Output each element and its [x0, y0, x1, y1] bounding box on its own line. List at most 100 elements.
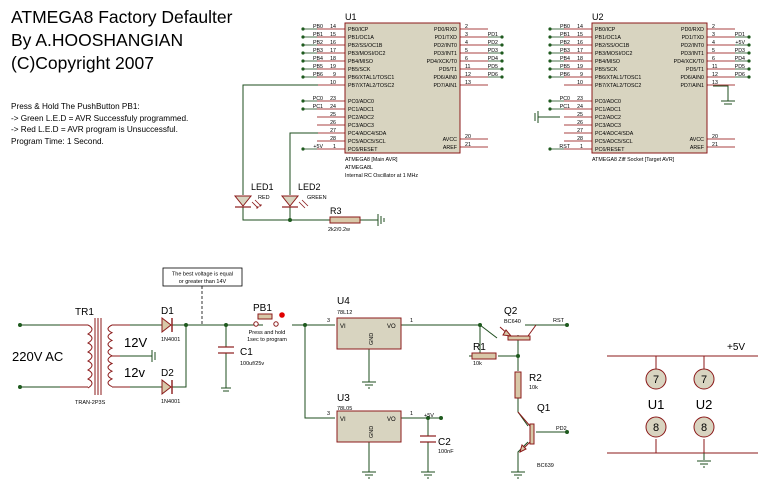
- u4-gnd: GND: [369, 333, 375, 345]
- u2-pin-number: 10: [577, 80, 583, 86]
- capacitor-c1[interactable]: [218, 346, 234, 354]
- u1-net-terminal: [301, 99, 305, 103]
- u2-pin-number: 16: [577, 40, 583, 46]
- u2-net-terminal: [548, 43, 552, 47]
- r3-resistor[interactable]: [329, 216, 361, 224]
- led2[interactable]: [280, 195, 309, 209]
- diode-d1[interactable]: [161, 316, 173, 334]
- u1-pin-name: PC5/ADC5/SCL: [348, 139, 386, 145]
- r3-ref: R3: [330, 206, 342, 216]
- pb1-note-line-1: Press and hold: [249, 330, 286, 336]
- led2-ref: LED2: [298, 182, 321, 192]
- instruction-line-2: -> Green L.E.D = AVR Successfuly program…: [11, 113, 189, 123]
- junctions: [18, 323, 569, 434]
- u1-net-terminal: [500, 35, 504, 39]
- u2-pin-number: 24: [577, 104, 583, 110]
- u1-net-label: PB6: [313, 72, 323, 78]
- power-pins-block: [607, 355, 758, 454]
- d1-value: 1N4001: [161, 337, 180, 343]
- u1-pin-name: PC3/ADC3: [348, 123, 374, 129]
- transistor-q1[interactable]: [517, 411, 535, 453]
- u1-caption-2: ATMEGA8L: [345, 165, 373, 171]
- u2-pin-number: 13: [712, 80, 718, 86]
- u1-pin-number: 1: [333, 144, 336, 150]
- u3-output-net: +5V: [424, 413, 434, 419]
- u1-net-label: PB4: [313, 56, 323, 62]
- d2-ref: D2: [161, 368, 174, 379]
- u2-net-label: PC0: [560, 96, 570, 102]
- secondary-bottom-label: 12v: [124, 365, 145, 380]
- u1-power-pin-number: 21: [465, 142, 471, 148]
- pushbutton-pb1[interactable]: [253, 312, 296, 327]
- u2-net-label: PD3: [735, 48, 745, 54]
- pb1-status-dot: [279, 312, 285, 318]
- u1-net-label: PD3: [488, 48, 498, 54]
- u4-vo: VO: [387, 324, 396, 330]
- u1-led-wiring: [242, 84, 379, 226]
- u2-pin-name: PB6/XTAL1/TOSC1: [595, 75, 641, 81]
- regulator-u3[interactable]: [336, 410, 402, 443]
- u1-pin-number: 2: [465, 24, 468, 30]
- resistor-r1[interactable]: [471, 352, 497, 360]
- transistor-q2[interactable]: [499, 324, 537, 341]
- q2-value: BC640: [504, 319, 521, 325]
- u2-net-label: PC1: [560, 104, 570, 110]
- u1-pin-number: 3: [465, 32, 468, 38]
- u1-pin-name: PD3/INT1: [434, 51, 457, 57]
- transformer-tr1[interactable]: [60, 318, 130, 395]
- u2-net-terminal: [747, 67, 751, 71]
- u2-pin-name: PB5/SCK: [595, 67, 618, 73]
- u2-pin-name: PC3/ADC3: [595, 123, 621, 129]
- instruction-line-1: Press & Hold The PushButton PB1:: [11, 102, 140, 111]
- regulator-u4[interactable]: [336, 317, 402, 350]
- u2-net-terminal: [747, 43, 751, 47]
- diode-d2[interactable]: [161, 378, 173, 396]
- u2-pin-number: 19: [577, 64, 583, 70]
- voltage-note-line-2: or greater than 14V: [179, 279, 227, 285]
- u2-pin-name: PD4/XCK/T0: [674, 59, 704, 65]
- u1-power-pin-name: AVCC: [443, 137, 457, 143]
- u1-pin-number: 13: [465, 80, 471, 86]
- u1-net-label: PC0: [313, 96, 323, 102]
- u2-vcc-pin-num: 7: [701, 374, 707, 386]
- capacitor-c2[interactable]: [420, 435, 436, 443]
- u1-pin-number: 5: [465, 48, 468, 54]
- title-line-3: (C)Copyright 2007: [11, 53, 154, 73]
- u2-gnd-pin-num: 8: [701, 422, 707, 434]
- d1-ref: D1: [161, 306, 174, 317]
- u1-pin-number: 16: [330, 40, 336, 46]
- u2-net-terminal: [548, 51, 552, 55]
- u1-net-label: PD6: [488, 72, 498, 78]
- u1-ref: U1: [345, 12, 357, 22]
- u2-net-terminal: [548, 35, 552, 39]
- u2-net-terminal: [747, 35, 751, 39]
- u1-pin-name: PD0/RXD: [434, 27, 457, 33]
- u1-gnd-pin: [645, 416, 667, 438]
- u2-net-terminal: [747, 51, 751, 55]
- u2-power-pin-name: AREF: [690, 145, 705, 151]
- u2-pin-name: PD2/INT0: [681, 43, 704, 49]
- u2-net-label: PB0: [560, 24, 570, 30]
- r2-ref: R2: [529, 373, 542, 384]
- u2-pin-name: PD7/AIN1: [680, 83, 704, 89]
- r1-value: 10k: [473, 361, 482, 367]
- led1[interactable]: [233, 195, 262, 209]
- u2-net-label: PD1: [735, 32, 745, 38]
- u1-power-pin-name: AREF: [443, 145, 458, 151]
- u1-pin-number: 24: [330, 104, 336, 110]
- pd2-net-label: PD2: [556, 426, 567, 432]
- u2-net-terminal: [747, 75, 751, 79]
- u1-pin-name: PB1/OC1A: [348, 35, 374, 41]
- r2-value: 10k: [529, 385, 538, 391]
- led2-color: GREEN: [307, 195, 327, 201]
- u1-pin-number: 15: [330, 32, 336, 38]
- resistor-r2[interactable]: [514, 371, 522, 399]
- u1-pin-name: PB7/XTAL2/TOSC2: [348, 83, 394, 89]
- u1-net-terminal: [500, 43, 504, 47]
- u1-net-terminal: [500, 67, 504, 71]
- u1-net-terminal: [301, 27, 305, 31]
- u2-pin-name: PD1/TXD: [682, 35, 705, 41]
